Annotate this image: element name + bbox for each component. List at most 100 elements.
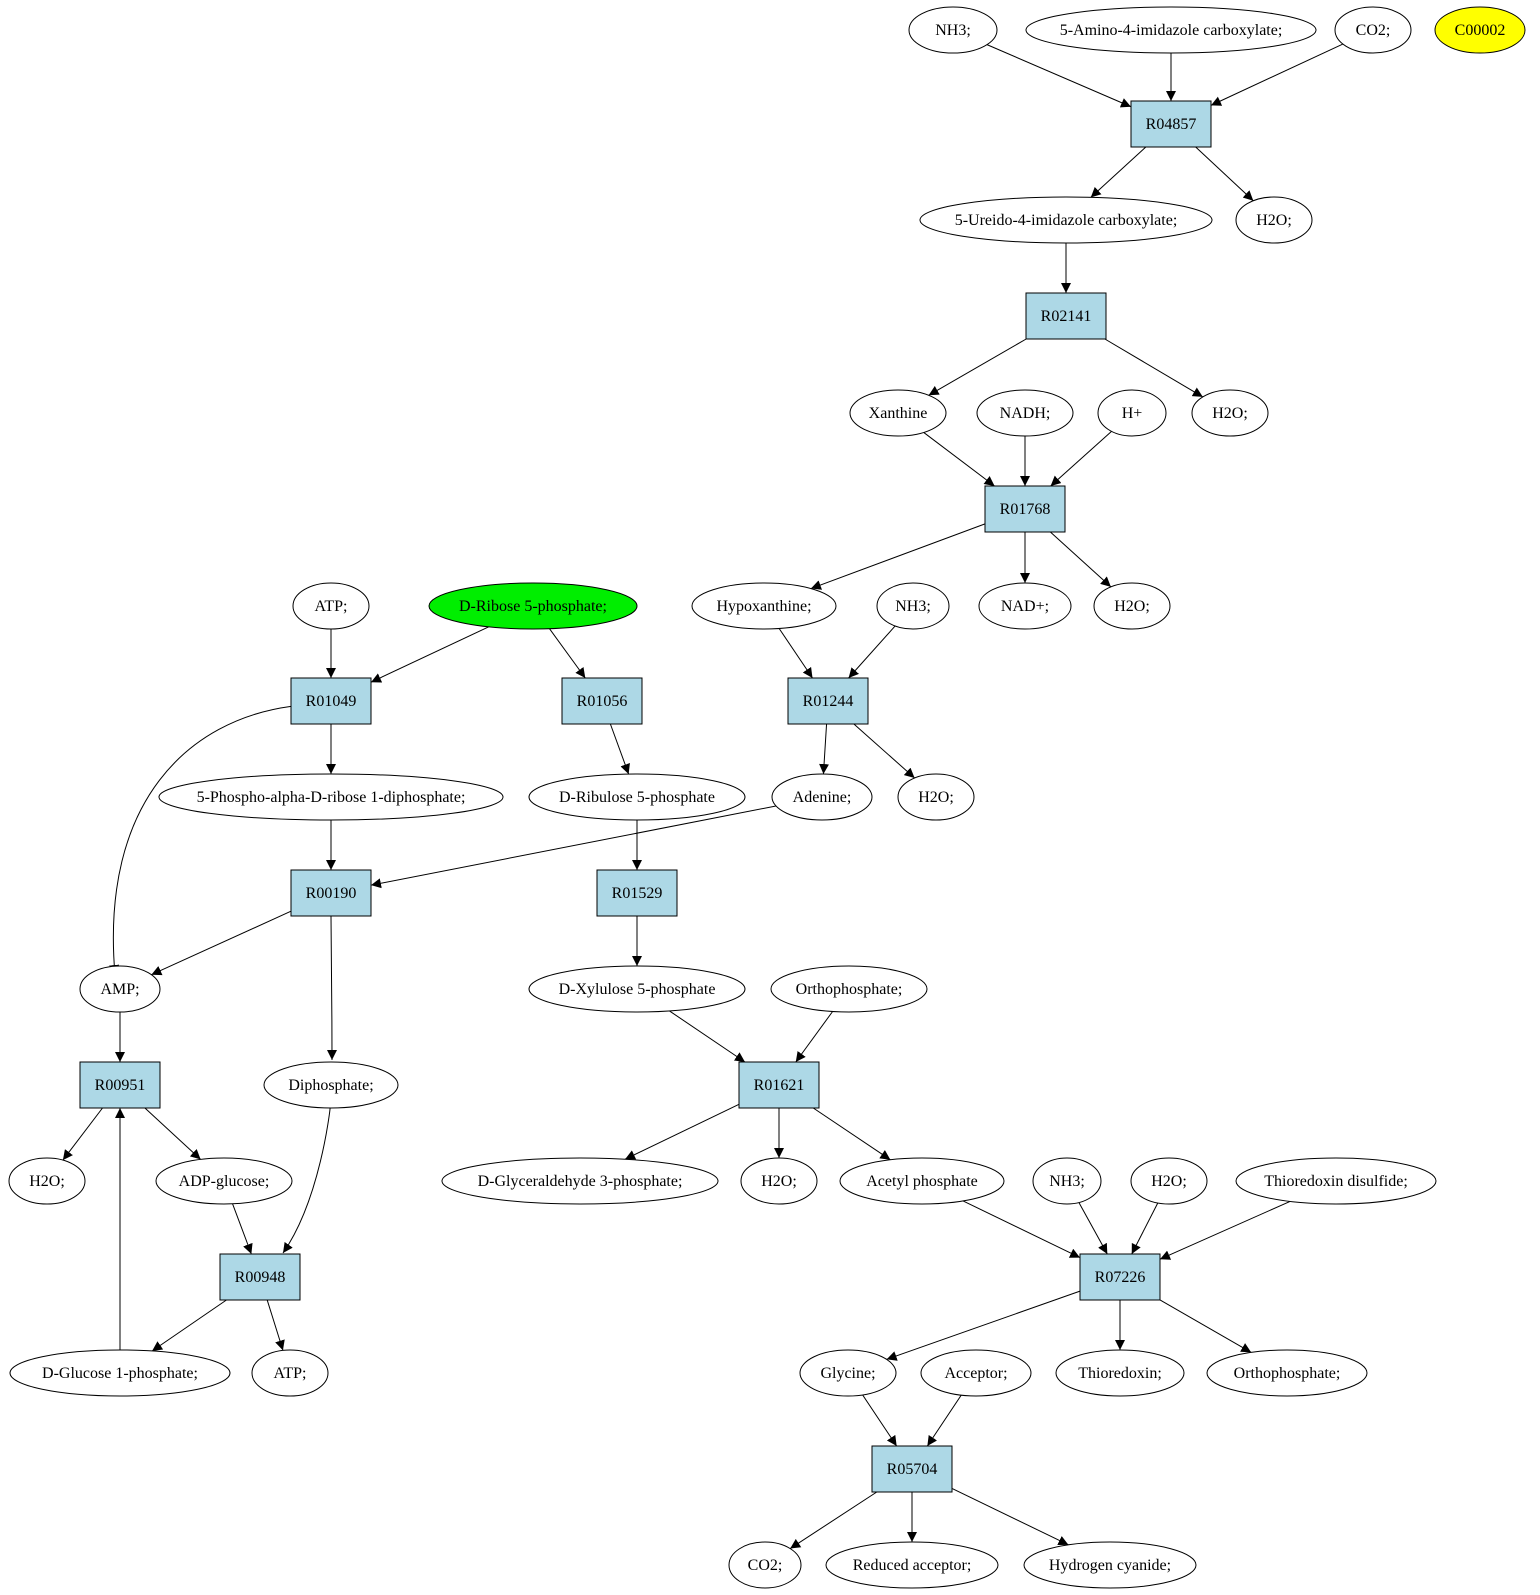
compound-node-g1p[interactable]: D-Glucose 1-phosphate; <box>9 1349 231 1397</box>
reaction-node-r02141[interactable]: R02141 <box>1025 292 1107 340</box>
compound-node-nh3-c[interactable]: NH3; <box>1032 1157 1102 1205</box>
node-label: R02141 <box>1041 308 1092 325</box>
node-label: H2O; <box>761 1173 797 1190</box>
reaction-node-r01244[interactable]: R01244 <box>787 677 869 725</box>
compound-node-orthop-b[interactable]: Orthophosphate; <box>1206 1349 1368 1397</box>
compound-node-r5p[interactable]: D-Ribose 5-phosphate; <box>428 582 638 630</box>
node-label: H2O; <box>918 789 954 806</box>
compound-node-glycine[interactable]: Glycine; <box>799 1349 897 1397</box>
node-label: CO2; <box>748 1557 783 1574</box>
compound-ellipse <box>292 582 370 630</box>
compound-node-acceptor[interactable]: Acceptor; <box>920 1349 1032 1397</box>
compound-node-nadplus[interactable]: NAD+; <box>978 582 1072 630</box>
compound-node-h2o-a[interactable]: H2O; <box>1235 196 1313 244</box>
edge-r5p-to-R01049 <box>370 626 489 683</box>
nodes-layer: NH3; 5-Amino-4-imidazole carboxylate; CO2;… <box>8 6 1526 1589</box>
compound-node-h2o-b[interactable]: H2O; <box>1191 389 1269 437</box>
reaction-node-r01049[interactable]: R01049 <box>290 677 372 725</box>
compound-node-amp[interactable]: AMP; <box>79 965 161 1013</box>
node-label: H2O; <box>1256 212 1292 229</box>
compound-ellipse <box>1206 1349 1368 1397</box>
compound-node-h2o-e[interactable]: H2O; <box>8 1157 86 1205</box>
compound-node-atp-a[interactable]: ATP; <box>292 582 370 630</box>
compound-node-diphos[interactable]: Diphosphate; <box>263 1061 399 1109</box>
compound-node-trxss[interactable]: Thioredoxin disulfide; <box>1235 1157 1437 1205</box>
reaction-node-r01529[interactable]: R01529 <box>596 869 678 917</box>
node-label: R05704 <box>887 1461 938 1478</box>
compound-node-co2-b[interactable]: CO2; <box>728 1541 802 1589</box>
compound-node-trx[interactable]: Thioredoxin; <box>1055 1349 1185 1397</box>
compound-node-hypox[interactable]: Hypoxanthine; <box>691 582 837 630</box>
edge-h2o_g-to-R07226 <box>1131 1202 1159 1255</box>
edge-R05704-to-hcn <box>951 1487 1069 1546</box>
compound-ellipse <box>825 1541 999 1589</box>
node-label: R04857 <box>1146 116 1197 133</box>
edge-R01768-to-h2o_c <box>1050 531 1112 588</box>
compound-node-nh3-b[interactable]: NH3; <box>876 582 950 630</box>
compound-node-prpp[interactable]: 5-Phospho-alpha-D-ribose 1-diphosphate; <box>158 773 504 821</box>
compound-node-ru5p[interactable]: D-Ribulose 5-phosphate <box>528 773 746 821</box>
reaction-node-r07226[interactable]: R07226 <box>1079 1253 1161 1301</box>
reaction-box <box>1130 100 1212 148</box>
edges-layer <box>62 43 1344 1549</box>
compound-node-aic[interactable]: 5-Amino-4-imidazole carboxylate; <box>1025 6 1317 54</box>
compound-node-acp[interactable]: Acetyl phosphate <box>839 1157 1005 1205</box>
reaction-node-r04857[interactable]: R04857 <box>1130 100 1212 148</box>
compound-ellipse <box>528 965 746 1013</box>
compound-node-nh3-a[interactable]: NH3; <box>908 6 998 54</box>
node-label: R01529 <box>612 885 663 902</box>
compound-node-atp-b[interactable]: ATP; <box>251 1349 329 1397</box>
node-label: Adenine; <box>793 789 852 806</box>
node-label: D-Glyceraldehyde 3-phosphate; <box>478 1173 683 1190</box>
node-label: R00190 <box>306 885 357 902</box>
compound-ellipse <box>1191 389 1269 437</box>
compound-node-h2o-d[interactable]: H2O; <box>897 773 975 821</box>
node-label: H2O; <box>29 1173 65 1190</box>
compound-node-redacc[interactable]: Reduced acceptor; <box>825 1541 999 1589</box>
node-label: R01049 <box>306 693 357 710</box>
node-label: NH3; <box>935 22 971 39</box>
reaction-box <box>596 869 678 917</box>
compound-ellipse <box>1334 6 1412 54</box>
reaction-box <box>1079 1253 1161 1301</box>
node-label: H2O; <box>1151 1173 1187 1190</box>
reaction-node-r00190[interactable]: R00190 <box>290 869 372 917</box>
compound-node-uic[interactable]: 5-Ureido-4-imidazole carboxylate; <box>919 196 1213 244</box>
edge-glycine-to-R05704 <box>862 1394 898 1447</box>
reaction-box <box>984 485 1066 533</box>
compound-node-hplus[interactable]: H+ <box>1097 389 1167 437</box>
compound-node-xanthine[interactable]: Xanthine <box>849 389 947 437</box>
compound-node-h2o-f[interactable]: H2O; <box>740 1157 818 1205</box>
node-label: NH3; <box>1049 1173 1085 1190</box>
node-label: Diphosphate; <box>288 1077 373 1094</box>
reaction-box <box>561 677 643 725</box>
compound-node-h2o-c[interactable]: H2O; <box>1093 582 1171 630</box>
compound-node-adenine[interactable]: Adenine; <box>771 773 873 821</box>
reaction-node-r01768[interactable]: R01768 <box>984 485 1066 533</box>
compound-node-nadh[interactable]: NADH; <box>976 389 1074 437</box>
compound-ellipse <box>740 1157 818 1205</box>
compound-node-adpglc[interactable]: ADP-glucose; <box>155 1157 293 1205</box>
reaction-node-r05704[interactable]: R05704 <box>871 1445 953 1493</box>
compound-node-xu5p[interactable]: D-Xylulose 5-phosphate <box>528 965 746 1013</box>
edge-orthop_a-to-R01621 <box>795 1011 834 1063</box>
compound-node-g3p[interactable]: D-Glyceraldehyde 3-phosphate; <box>441 1157 719 1205</box>
compound-node-h2o-g[interactable]: H2O; <box>1130 1157 1208 1205</box>
node-label: Hydrogen cyanide; <box>1049 1557 1171 1574</box>
compound-node-hcn[interactable]: Hydrogen cyanide; <box>1023 1541 1197 1589</box>
compound-ellipse <box>9 1349 231 1397</box>
reaction-node-r01621[interactable]: R01621 <box>738 1061 820 1109</box>
edge-R05704-to-co2_b <box>789 1491 878 1549</box>
edge-R01049-to-amp <box>109 705 292 976</box>
reaction-node-r00951[interactable]: R00951 <box>79 1061 161 1109</box>
compound-ellipse <box>908 6 998 54</box>
compound-node-c00002[interactable]: C00002 <box>1434 6 1526 54</box>
edge-R00951-to-h2o_e <box>62 1107 103 1161</box>
compound-node-co2-a[interactable]: CO2; <box>1334 6 1412 54</box>
edge-co2_a-to-R04857 <box>1210 43 1344 106</box>
node-label: Orthophosphate; <box>796 981 903 998</box>
reaction-node-r01056[interactable]: R01056 <box>561 677 643 725</box>
edge-xanthine-to-R01768 <box>923 432 995 487</box>
compound-node-orthop-a[interactable]: Orthophosphate; <box>770 965 928 1013</box>
reaction-node-r00948[interactable]: R00948 <box>219 1253 301 1301</box>
